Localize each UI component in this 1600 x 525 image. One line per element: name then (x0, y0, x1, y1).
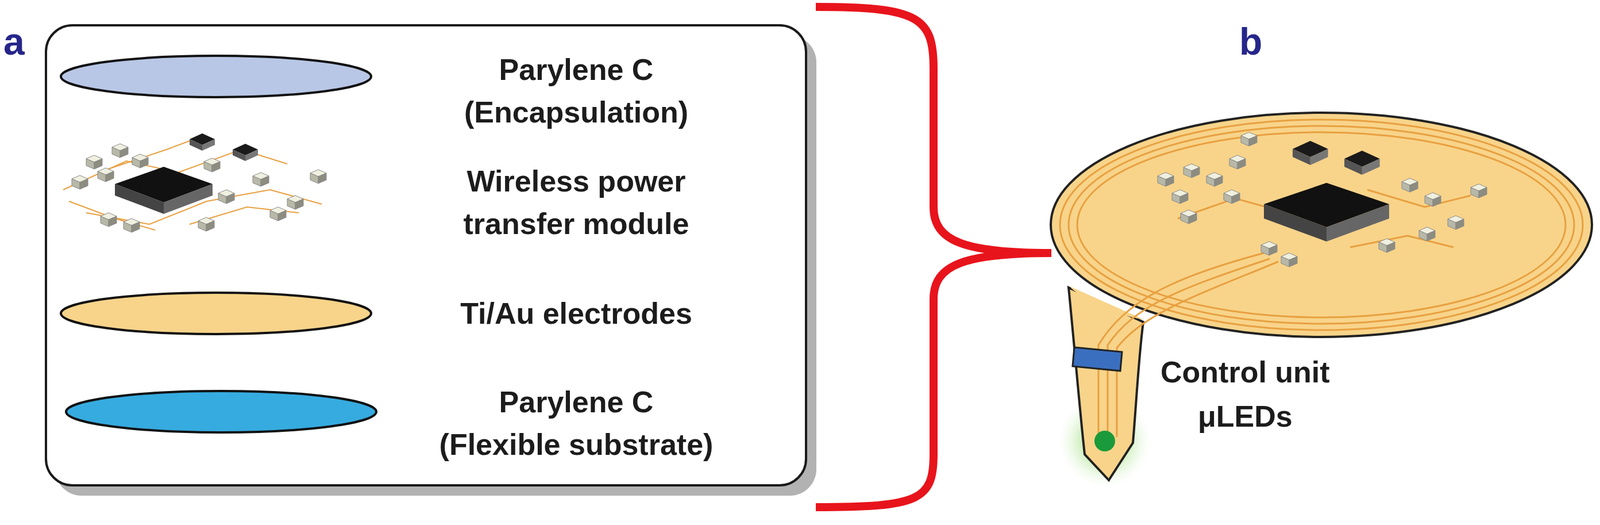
part-label: μLEDs (1197, 399, 1293, 433)
layer-text: Parylene C (415, 48, 738, 91)
encapsulation-layer (60, 55, 372, 98)
layer-label: Parylene C(Encapsulation) (415, 48, 738, 134)
layer-text: Ti/Au electrodes (415, 291, 738, 335)
layer-label: Parylene C(Flexible substrate) (403, 380, 749, 466)
panel-letter: b (1239, 20, 1263, 63)
layer-text: Wireless power transfer module (426, 159, 726, 245)
layer-label: Ti/Au electrodes (415, 291, 738, 335)
substrate-layer (66, 390, 377, 433)
part-label: Control unit (1160, 355, 1330, 389)
layer-text: (Flexible substrate) (403, 422, 749, 466)
layer-text: (Encapsulation) (415, 90, 738, 134)
implant-device (1050, 112, 1592, 487)
layer-text: Parylene C (403, 380, 749, 423)
panel-frame (45, 25, 807, 485)
wireless-module (63, 133, 327, 233)
layer-label: Wireless power transfer module (426, 159, 726, 245)
bracket (815, 6, 1052, 507)
electrode-layer (60, 292, 372, 334)
panel-letter: a (3, 20, 25, 63)
